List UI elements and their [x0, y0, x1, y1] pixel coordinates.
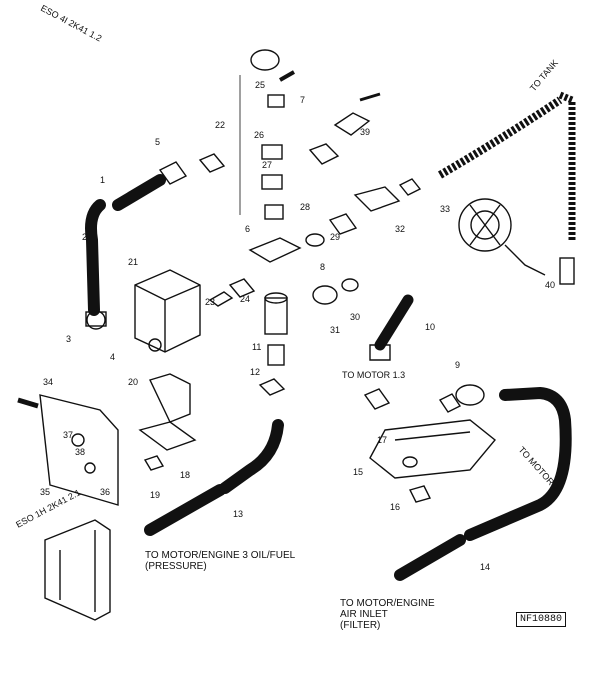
pump-assembly	[398, 178, 575, 285]
callout-3: 3	[66, 334, 71, 344]
footnote-right-line2: AIR INLET	[340, 609, 388, 620]
callout-40: 40	[545, 280, 555, 290]
callout-39: 39	[360, 127, 370, 137]
callout-37: 37	[63, 430, 73, 440]
callout-7: 7	[300, 95, 305, 105]
mounting-bracket	[17, 394, 119, 506]
corner-code: ESO 4I 2K41 1.2	[39, 3, 103, 44]
callout-26: 26	[254, 130, 264, 140]
filter-housing	[134, 269, 234, 353]
callout-16: 16	[390, 502, 400, 512]
callout-8: 8	[320, 262, 325, 272]
small-note: TO MOTOR 1.3	[342, 370, 405, 380]
callout-21: 21	[128, 257, 138, 267]
callout-10: 10	[425, 322, 435, 332]
lower-hose-left	[144, 419, 284, 536]
footnote-right-line1: TO MOTOR/ENGINE	[340, 598, 435, 609]
callout-13: 13	[233, 509, 243, 519]
footnote-left-line2: (PRESSURE)	[145, 561, 207, 572]
callout-11: 11	[252, 342, 261, 352]
callout-34: 34	[43, 377, 53, 387]
callout-31: 31	[330, 325, 340, 335]
callout-27: 27	[262, 160, 272, 170]
callout-24: 24	[240, 294, 250, 304]
callout-20: 20	[128, 377, 138, 387]
callout-19: 19	[150, 490, 160, 500]
callout-38: 38	[75, 447, 85, 457]
top-right-note: TO TANK	[528, 58, 560, 94]
spring-hose	[437, 91, 576, 240]
callout-6: 6	[245, 224, 250, 234]
callout-29: 29	[330, 232, 340, 242]
callout-22: 22	[215, 120, 225, 130]
callouts: 1 2 3 4 5 6 7 8 9 10 11 12 13 14 15 16 1…	[40, 80, 555, 572]
center-hose	[369, 294, 414, 361]
footnote-left-line1: TO MOTOR/ENGINE 3 OIL/FUEL	[145, 550, 296, 561]
right-note: TO MOTOR 2	[517, 445, 562, 493]
callout-25: 25	[255, 80, 265, 90]
callout-9: 9	[455, 360, 460, 370]
lower-plate	[44, 519, 111, 621]
callout-28: 28	[300, 202, 310, 212]
hose-clips	[138, 373, 286, 471]
center-fittings	[158, 49, 302, 366]
left-hose	[85, 174, 166, 330]
callout-15: 15	[353, 467, 363, 477]
callout-14: 14	[480, 562, 490, 572]
callout-1: 1	[100, 175, 105, 185]
footnote-right-line3: (FILTER)	[340, 620, 381, 631]
callout-35: 35	[40, 487, 50, 497]
callout-4: 4	[110, 352, 115, 362]
footnote-left: TO MOTOR/ENGINE 3 OIL/FUEL (PRESSURE)	[145, 550, 295, 572]
callout-12: 12	[250, 367, 260, 377]
callout-30: 30	[350, 312, 360, 322]
right-fittings	[305, 92, 401, 305]
callout-23: 23	[205, 297, 215, 307]
valve-block	[363, 384, 496, 503]
footnote-right: TO MOTOR/ENGINE AIR INLET (FILTER)	[340, 598, 435, 631]
callout-32: 32	[395, 224, 405, 234]
callout-2: 2	[82, 232, 87, 242]
figure-ref: NF10880	[516, 612, 567, 627]
callout-17: 17	[377, 435, 387, 445]
callout-33: 33	[440, 204, 450, 214]
callout-36: 36	[100, 487, 110, 497]
callout-18: 18	[180, 470, 190, 480]
lower-hose-right	[394, 386, 572, 581]
callout-5: 5	[155, 137, 160, 147]
